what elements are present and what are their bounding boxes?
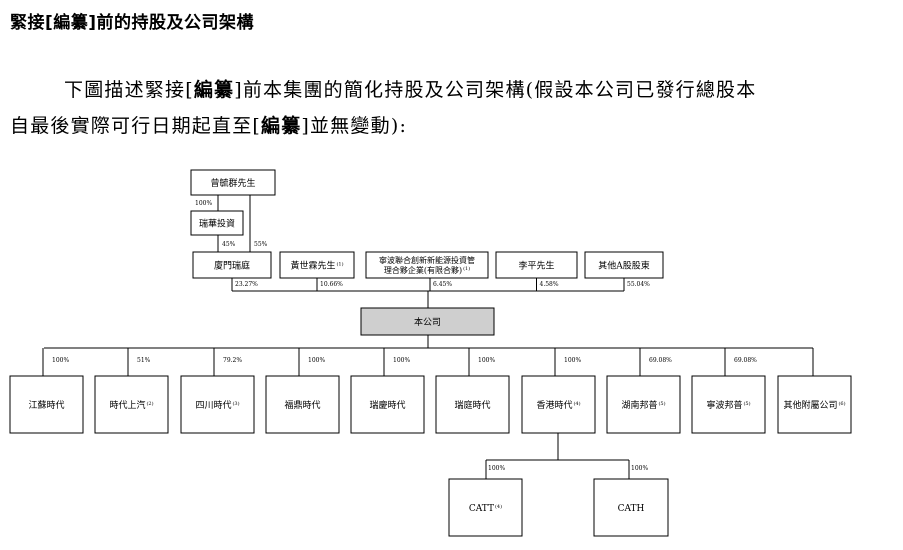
pct-subsidiary-9: 69.08%	[734, 357, 757, 364]
paragraph-line-1: 下圖描述緊接[編纂]前本集團的簡化持股及公司架構(假設本公司已發行總股本	[10, 72, 890, 108]
line1-bold: 編纂	[193, 79, 235, 101]
box-shareholder-2-label: 黃世霖先生(1)	[290, 259, 343, 271]
box-shareholder-1-label: 廈門瑞庭	[214, 259, 250, 271]
pct-subsidiary-5: 100%	[393, 357, 410, 364]
box-shareholder-4-label: 李平先生	[518, 259, 554, 271]
box-subsidiary-3	[180, 375, 255, 434]
box-subsidiary-1	[9, 375, 84, 434]
box-subsidiary-7	[521, 375, 596, 434]
box-subsidiary-6-label: 瑞庭時代	[454, 399, 490, 411]
pct-subsidiary-4: 100%	[308, 357, 325, 364]
box-company	[360, 307, 495, 336]
box-subsidiary-6	[435, 375, 510, 434]
pct-hk-child-1: 100%	[488, 465, 505, 472]
pct-shareholder-2: 10.66%	[320, 281, 343, 288]
box-ruihua-label: 瑞華投資	[199, 217, 235, 229]
box-hk-child-1	[448, 478, 523, 537]
pct-subsidiary-3: 79.2%	[223, 357, 242, 364]
line2-post: ]並無變動):	[301, 115, 408, 137]
intro-paragraph: 下圖描述緊接[編纂]前本集團的簡化持股及公司架構(假設本公司已發行總股本 自最後…	[10, 72, 890, 144]
pct-subsidiary-8: 69.08%	[649, 357, 672, 364]
heading-post: ]前的持股及公司架構	[88, 13, 255, 33]
box-subsidiary-5	[350, 375, 425, 434]
box-subsidiary-2-label: 時代上汽(2)	[109, 399, 153, 411]
box-ruihua	[190, 210, 244, 236]
box-shareholder-4	[495, 251, 578, 279]
box-subsidiary-8-label: 湖南邦普(5)	[621, 399, 665, 411]
box-subsidiary-4-label: 福鼎時代	[284, 399, 320, 411]
pct-top-xiamen: 55%	[254, 241, 268, 248]
box-subsidiary-9	[691, 375, 766, 434]
box-shareholder-5	[584, 251, 664, 279]
line1-pre: 下圖描述緊接[	[64, 79, 194, 101]
box-shareholder-2	[279, 251, 355, 279]
box-subsidiary-10-label: 其他附屬公司(6)	[783, 399, 845, 411]
box-shareholder-1	[192, 251, 272, 279]
pct-shareholder-1: 23.27%	[235, 281, 258, 288]
heading-pre: 緊接[	[10, 13, 54, 33]
box-subsidiary-7-label: 香港時代(4)	[536, 399, 580, 411]
pct-ruihua-xiamen: 45%	[222, 241, 236, 248]
line2-bold: 編纂	[261, 115, 302, 137]
box-top-person-label: 曾毓群先生	[210, 177, 255, 189]
box-shareholder-3	[365, 251, 489, 279]
box-shareholder-3-label-2: 理合夥企業(有限合夥)(1)	[384, 265, 470, 275]
box-subsidiary-5-label: 瑞慶時代	[369, 399, 405, 411]
box-subsidiary-10	[777, 375, 852, 434]
box-subsidiary-4	[265, 375, 340, 434]
pct-hk-child-2: 100%	[631, 465, 648, 472]
pct-subsidiary-1: 100%	[52, 357, 69, 364]
box-shareholder-3-label-1: 寧波聯合創新新能源投資管	[379, 255, 475, 265]
pct-subsidiary-7: 100%	[564, 357, 581, 364]
pct-shareholder-3: 6.45%	[433, 281, 452, 288]
box-subsidiary-9-label: 寧波邦普(5)	[706, 399, 750, 411]
pct-shareholder-4: 4.58%	[540, 281, 559, 288]
box-hk-child-2-label: CATH	[618, 504, 645, 514]
box-hk-child-1-label: CATT(4)	[469, 503, 502, 514]
pct-shareholder-5: 55.04%	[627, 281, 650, 288]
section-heading: 緊接[編纂]前的持股及公司架構	[10, 8, 254, 33]
pct-subsidiary-2: 51%	[137, 357, 151, 364]
line2-pre: 自最後實際可行日期起直至[	[10, 115, 262, 137]
box-subsidiary-3-label: 四川時代(3)	[195, 400, 239, 411]
pct-subsidiary-6: 100%	[478, 357, 495, 364]
box-top-person	[190, 169, 276, 196]
box-subsidiary-1-label: 江蘇時代	[28, 399, 64, 411]
heading-bold: 編纂	[53, 13, 89, 33]
pct-top-ruihua: 100%	[195, 200, 212, 207]
box-company-label: 本公司	[414, 316, 441, 328]
line1-post: ]前本集團的簡化持股及公司架構(假設本公司已發行總股本	[234, 79, 757, 101]
box-subsidiary-8	[606, 375, 681, 434]
box-hk-child-2	[593, 478, 669, 537]
paragraph-line-2: 自最後實際可行日期起直至[編纂]並無變動):	[10, 108, 890, 144]
box-subsidiary-2	[94, 375, 169, 434]
box-shareholder-5-label: 其他A股股東	[598, 259, 650, 271]
